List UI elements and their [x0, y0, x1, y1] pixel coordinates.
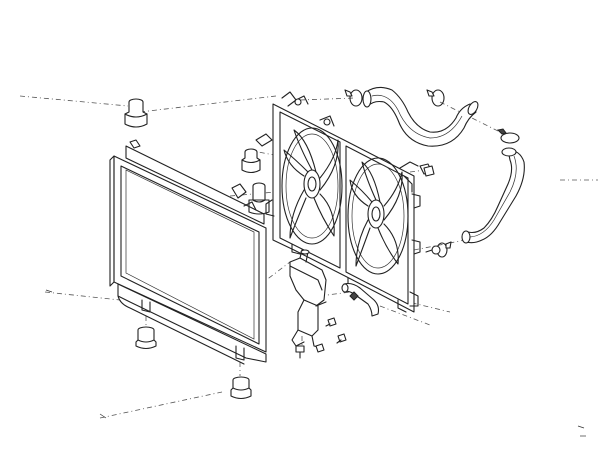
cooling-fan-left	[281, 127, 343, 245]
radiator-cap	[248, 182, 270, 215]
bolt-reservoir-side	[325, 317, 337, 327]
lower-mount-bushing-left	[135, 326, 157, 350]
bolt-reservoir-top	[295, 345, 305, 359]
radiator	[109, 139, 267, 365]
fittings	[423, 165, 441, 255]
center-mount-bushing	[241, 148, 261, 174]
bolt-lower-hose-bracket	[336, 333, 347, 344]
reservoir-hose	[341, 282, 380, 317]
clamp-upper-left	[344, 89, 363, 107]
fan-shroud-assembly	[255, 91, 433, 313]
coolant-reservoir	[289, 249, 327, 349]
upper-mount-bushing	[124, 98, 148, 128]
hose-clamps	[344, 89, 520, 258]
cooling-fan-right	[347, 157, 409, 275]
bolt-reservoir-bottom	[315, 343, 325, 353]
upper-radiator-hose	[362, 86, 479, 147]
lower-mount-bushing-right	[230, 376, 252, 400]
clamp-lower-hose-top	[496, 128, 520, 144]
clamp-upper-right	[426, 89, 445, 107]
reference-marks	[45, 289, 586, 437]
bolts	[295, 317, 347, 359]
lower-radiator-hose	[461, 147, 525, 244]
